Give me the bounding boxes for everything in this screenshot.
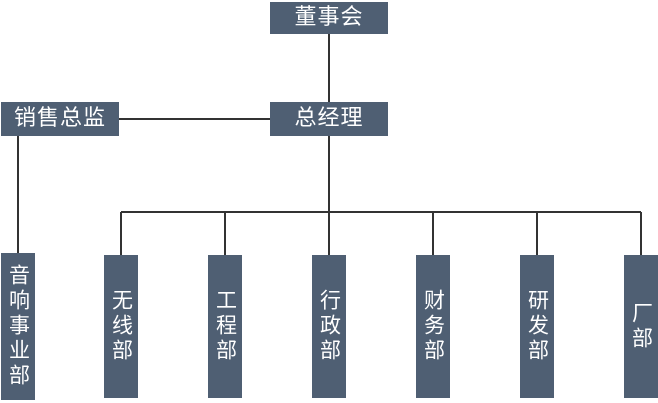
- node-rnd-dept: 研发部: [520, 255, 554, 398]
- node-engineering-dept: 工程部: [208, 255, 242, 398]
- node-board: 董事会: [270, 2, 388, 34]
- node-admin-dept: 行政部: [312, 255, 346, 398]
- node-wireless-dept: 无线部: [104, 255, 138, 398]
- node-finance-dept: 财务部: [416, 255, 450, 398]
- node-audio-division: 音响事业部: [1, 253, 35, 400]
- node-sales-director: 销售总监: [1, 102, 119, 136]
- node-factory: 厂部: [624, 255, 658, 398]
- node-general-manager: 总经理: [270, 102, 388, 136]
